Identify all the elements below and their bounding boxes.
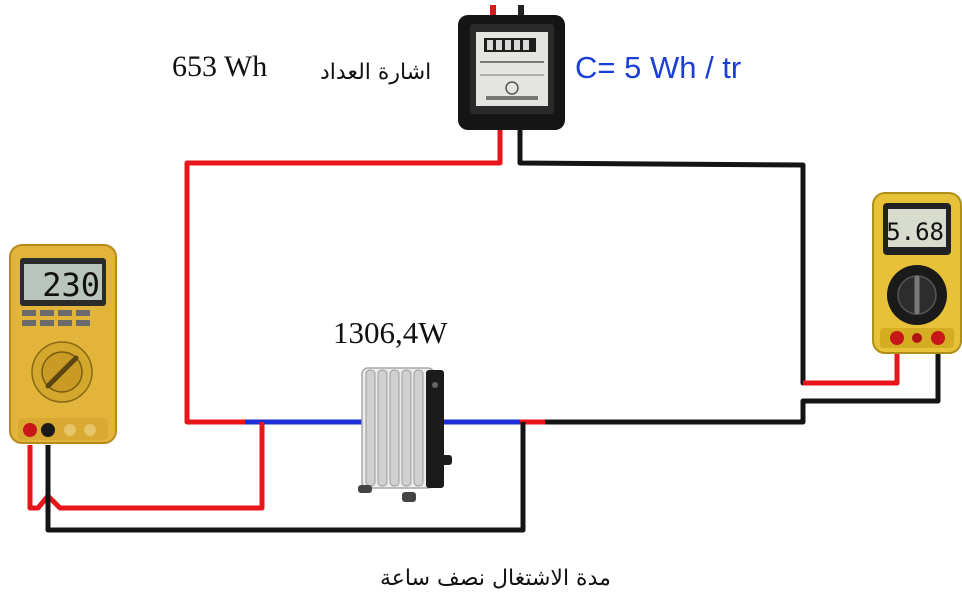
phase-wire (184, 130, 503, 425)
voltmeter-black-lead (45, 422, 526, 533)
ammeter-red-lead (803, 345, 900, 386)
meter-reading-value: 653 Wh (172, 50, 268, 83)
voltmeter-display: 230 (42, 266, 100, 304)
ammeter-display: 5.68 (886, 218, 944, 246)
meter-reading-caption: اشارة العداد (320, 60, 432, 85)
meter-constant: C= 5 Wh / tr (575, 50, 742, 85)
voltmeter: 230 (9, 244, 117, 444)
ammeter: 5.68 (872, 192, 962, 354)
operating-duration: مدة الاشتغال نصف ساعة (380, 566, 611, 591)
ammeter-return-wire (525, 345, 941, 425)
energy-meter (458, 5, 565, 130)
oil-heater (358, 367, 452, 502)
neutral-wire-meter-to-ammeter (517, 130, 900, 386)
heater-power: 1306,4W (333, 315, 448, 350)
